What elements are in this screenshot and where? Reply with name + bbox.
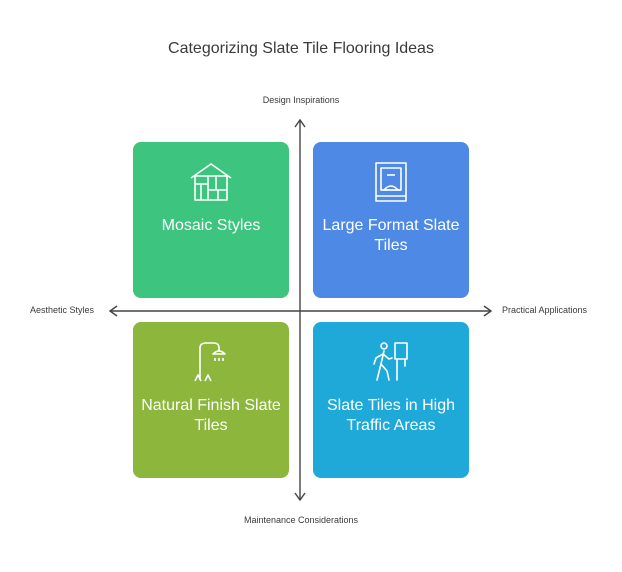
axis-label-top: Design Inspirations xyxy=(262,95,340,105)
quadrant-mosaic-styles: Mosaic Styles xyxy=(133,142,289,298)
quadrant-natural-finish-slate-tiles: Natural Finish Slate Tiles xyxy=(133,322,289,478)
shower-icon xyxy=(194,342,226,382)
arrow-right-icon xyxy=(483,305,493,317)
house-mosaic-icon xyxy=(190,163,232,201)
diagram-title: Categorizing Slate Tile Flooring Ideas xyxy=(168,40,434,57)
arrow-left-icon xyxy=(108,305,118,317)
axis-label-left: Aesthetic Styles xyxy=(30,305,95,315)
quadrant-label: Large Format Slate Tiles xyxy=(322,217,460,254)
framed-room-icon xyxy=(375,162,407,202)
arrow-up-icon xyxy=(294,118,306,128)
quadrant-label: Mosaic Styles xyxy=(161,217,261,234)
axis-label-right: Practical Applications xyxy=(502,305,588,315)
walking-person-icon xyxy=(373,342,408,381)
quadrant-label: Natural Finish Slate Tiles xyxy=(141,397,281,434)
quadrant-label: Slate Tiles in High Traffic Areas xyxy=(326,397,456,434)
quadrant-large-format-slate-tiles: Large Format Slate Tiles xyxy=(313,142,469,298)
axis-label-bottom: Maintenance Considerations xyxy=(243,515,359,525)
arrow-down-icon xyxy=(294,492,306,502)
quadrant-slate-tiles-high-traffic: Slate Tiles in High Traffic Areas xyxy=(313,322,469,478)
